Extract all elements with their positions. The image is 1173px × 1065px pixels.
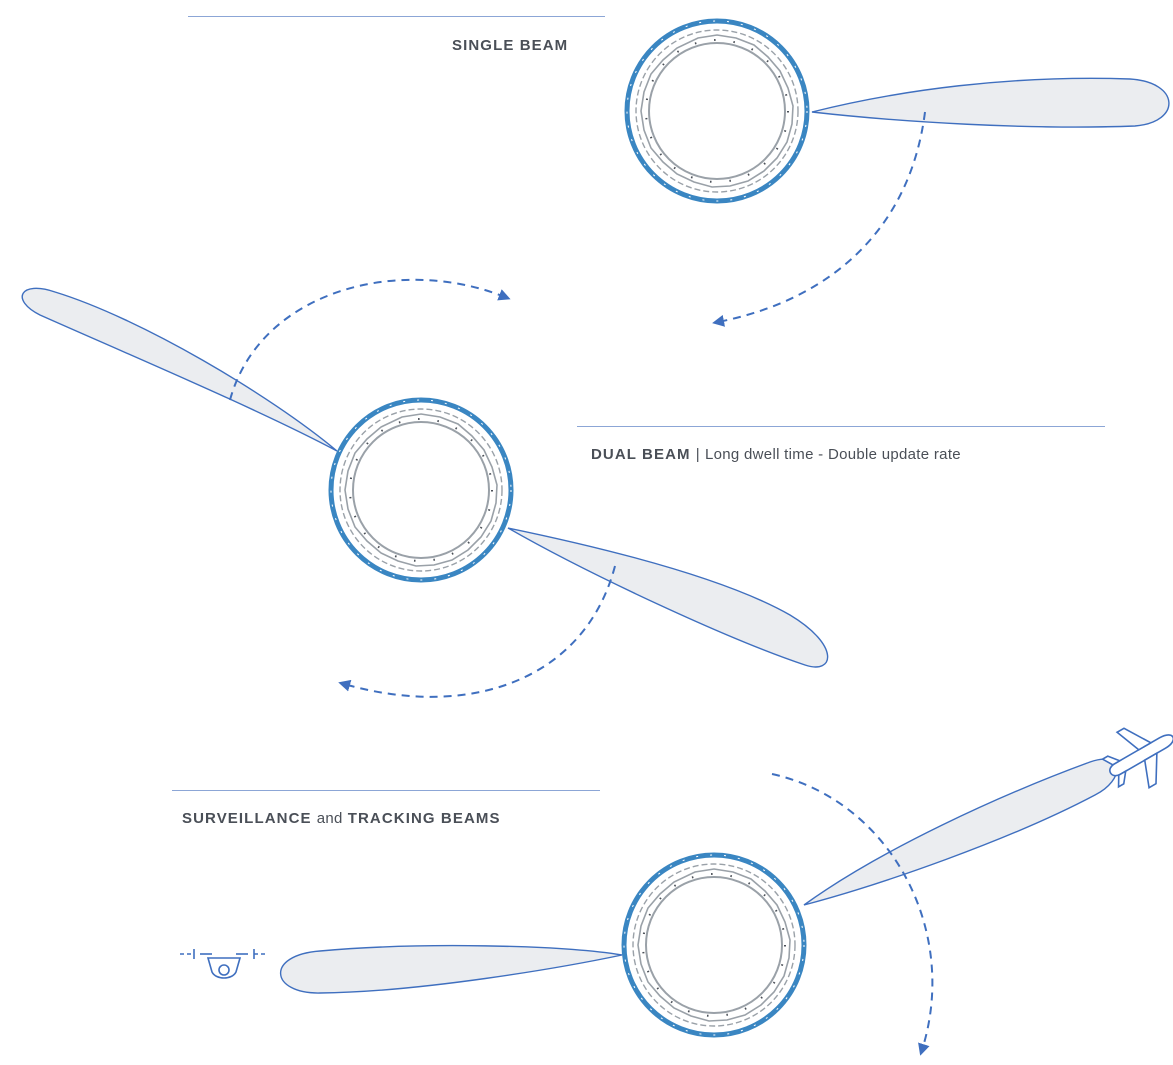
dual-beam-rule <box>577 426 1105 427</box>
surveillance-rule <box>172 790 600 791</box>
dual-beam-separator: | <box>695 446 700 463</box>
tracking-beam-lobe <box>803 758 1118 906</box>
dual-beam-caption: DUAL BEAM | Long dwell time - Double upd… <box>591 446 961 464</box>
surveillance-caption: SURVEILLANCE and TRACKING BEAMS <box>182 810 501 828</box>
single-beam-lobe <box>811 77 1170 128</box>
single-beam-title: SINGLE BEAM <box>452 37 568 55</box>
single-beam-rule <box>188 16 605 17</box>
airplane-icon <box>1100 727 1173 789</box>
dual-beam-lobe-lower <box>507 527 829 668</box>
radar-array-icon <box>621 852 807 1038</box>
dual-beam-rotation-arrow-lower <box>338 565 616 698</box>
dual-beam-lobe-upper <box>21 287 338 452</box>
single-beam-title-text: SINGLE BEAM <box>452 37 569 54</box>
surveillance-rotation-arrow <box>771 773 934 1056</box>
dual-beam-description: Long dwell time - Double update rate <box>704 446 961 463</box>
radar-array-icon <box>624 18 810 204</box>
surveillance-beam-lobe <box>280 944 623 994</box>
single-beam-rotation-arrow <box>712 111 926 327</box>
drone-icon <box>180 949 268 979</box>
surveillance-conjunction: and <box>316 810 343 827</box>
dual-beam-rotation-arrow-upper <box>229 278 511 401</box>
dual-beam-title: DUAL BEAM <box>591 446 691 463</box>
tracking-title: TRACKING BEAMS <box>347 810 501 827</box>
radar-array-icon <box>328 397 514 583</box>
surveillance-title: SURVEILLANCE <box>182 810 312 827</box>
